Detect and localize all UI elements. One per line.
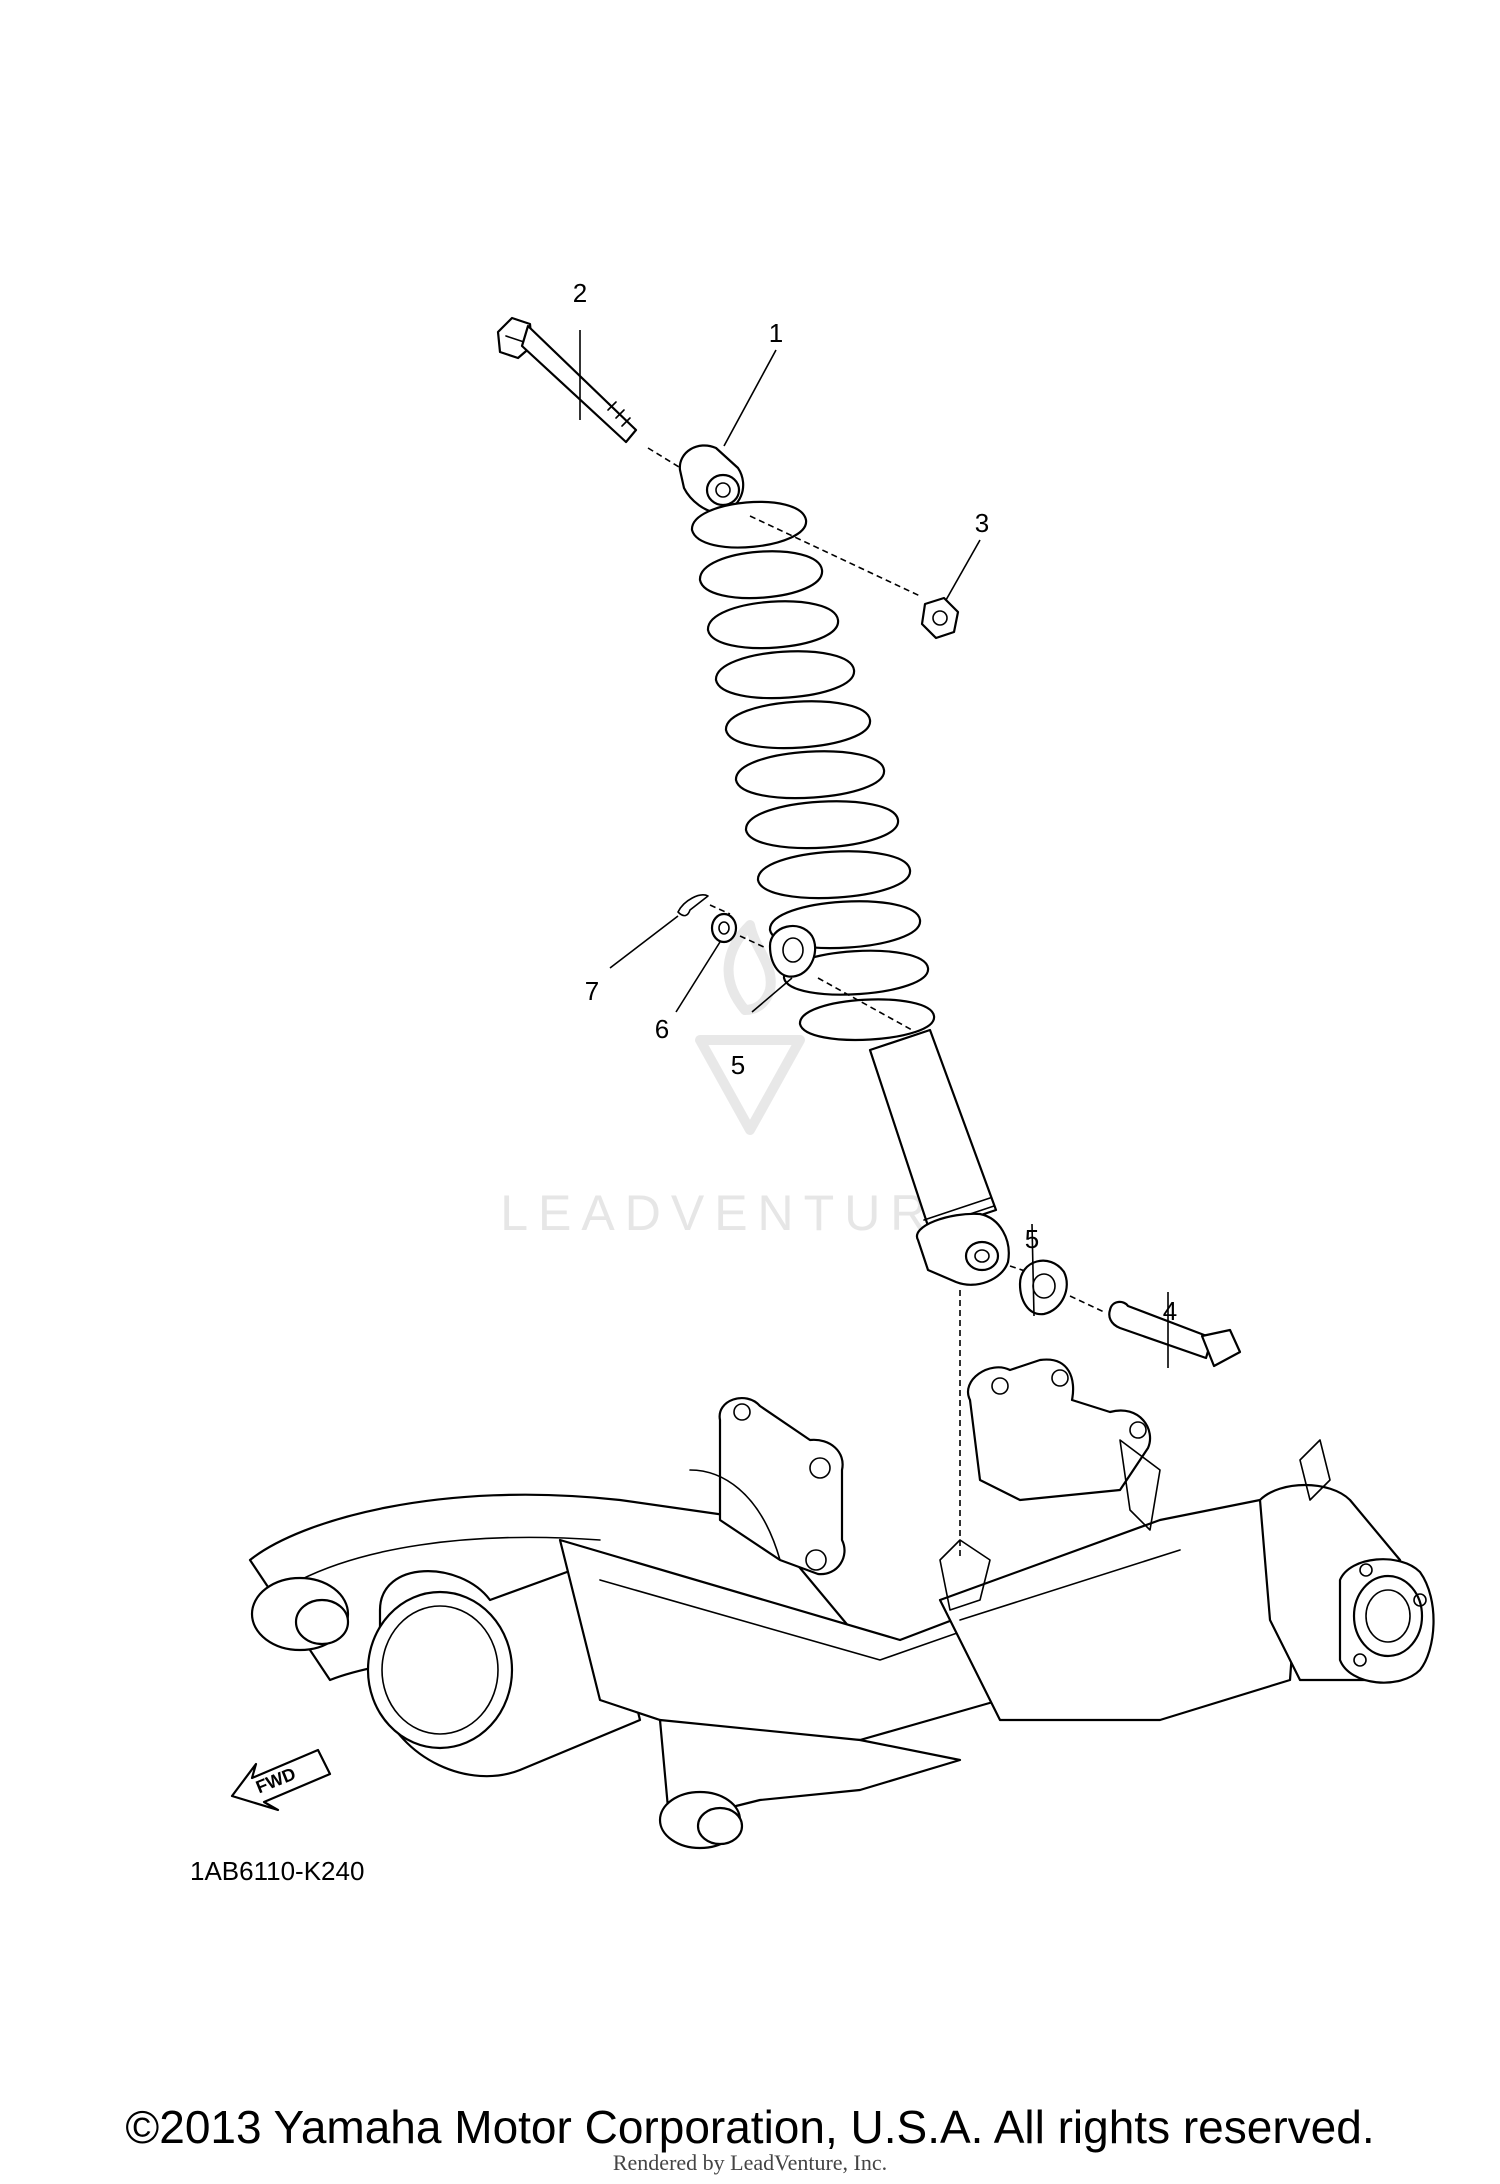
- diagram-code: 1AB6110-K240: [190, 1856, 365, 1886]
- callout-2[interactable]: 2: [573, 278, 587, 308]
- callout-7[interactable]: 7: [585, 976, 599, 1006]
- rear-swingarm-reference: [248, 1358, 1435, 1850]
- callout-3[interactable]: 3: [975, 508, 989, 538]
- callout-6[interactable]: 6: [655, 1014, 669, 1044]
- part-7-cotter-pin[interactable]: [677, 894, 709, 917]
- fwd-arrow-icon: FWD: [230, 1748, 332, 1812]
- shock-spring: [690, 500, 936, 1042]
- part-1-rear-shock-absorber[interactable]: [678, 444, 1010, 1286]
- part-5-bushing-left[interactable]: [768, 925, 817, 978]
- callout-5-right[interactable]: 5: [1025, 1224, 1039, 1254]
- callout-1[interactable]: 1: [769, 318, 783, 348]
- part-5-bushing-right[interactable]: [1018, 1259, 1068, 1316]
- callout-4[interactable]: 4: [1163, 1296, 1177, 1326]
- watermark-text: LEADVENTURE: [500, 1185, 980, 1241]
- part-6-washer[interactable]: [710, 912, 738, 944]
- part-3-nut[interactable]: [920, 596, 960, 640]
- part-4-pin[interactable]: [1108, 1300, 1242, 1368]
- leader-lines: [579, 330, 1169, 1368]
- copyright-notice: ©2013 Yamaha Motor Corporation, U.S.A. A…: [125, 2101, 1375, 2153]
- rendered-by-credit: Rendered by LeadVenture, Inc.: [612, 2150, 888, 2175]
- part-2-bolt[interactable]: [496, 316, 638, 444]
- callout-5-left[interactable]: 5: [731, 1050, 745, 1080]
